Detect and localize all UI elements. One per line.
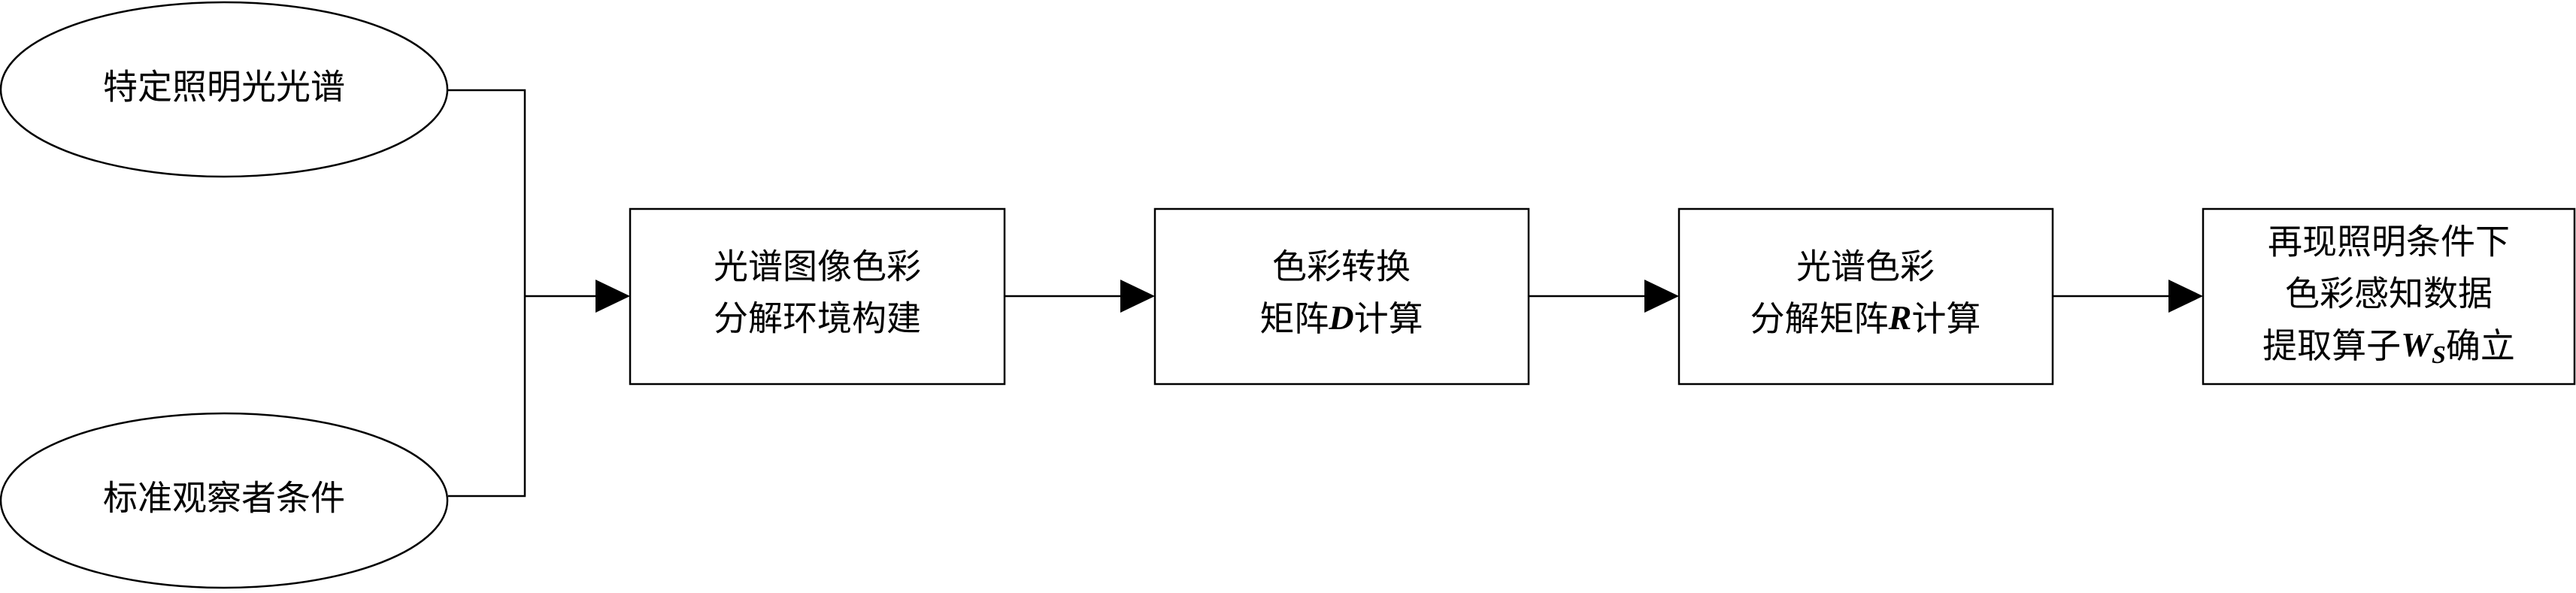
input-label-illumination: 特定照明光光谱	[103, 67, 345, 107]
step-2-line-2: 矩阵D计算	[1259, 298, 1423, 339]
step-4-line-2: 色彩感知数据	[2285, 274, 2493, 314]
step-box-4	[2202, 207, 2576, 386]
step-3-line-1: 光谱色彩	[1796, 247, 1935, 287]
merge-connector	[448, 89, 526, 498]
input-label-observer: 标准观察者条件	[103, 478, 345, 519]
step-3-line-2: 分解矩阵R计算	[1750, 298, 1981, 339]
step-box-3	[1677, 207, 2054, 386]
step-box-1	[629, 207, 1006, 386]
step-box-2	[1153, 207, 1530, 386]
arrowhead-to-step-2	[1120, 280, 1155, 313]
arrowhead-to-step-3	[1644, 280, 1679, 313]
arrowhead-to-step-4	[2168, 280, 2203, 313]
step-1-line-1: 光谱图像色彩	[714, 247, 921, 287]
input-ellipse-illumination	[0, 1, 449, 178]
step-4-line-1: 再现照明条件下	[2268, 222, 2510, 262]
step-4-line-3: 提取算子WS确立	[2262, 325, 2515, 369]
step-2-line-1: 色彩转换	[1272, 247, 1411, 287]
arrowhead-to-step-1	[596, 280, 630, 313]
input-ellipse-observer	[0, 412, 449, 589]
step-1-line-2: 分解环境构建	[714, 298, 921, 339]
